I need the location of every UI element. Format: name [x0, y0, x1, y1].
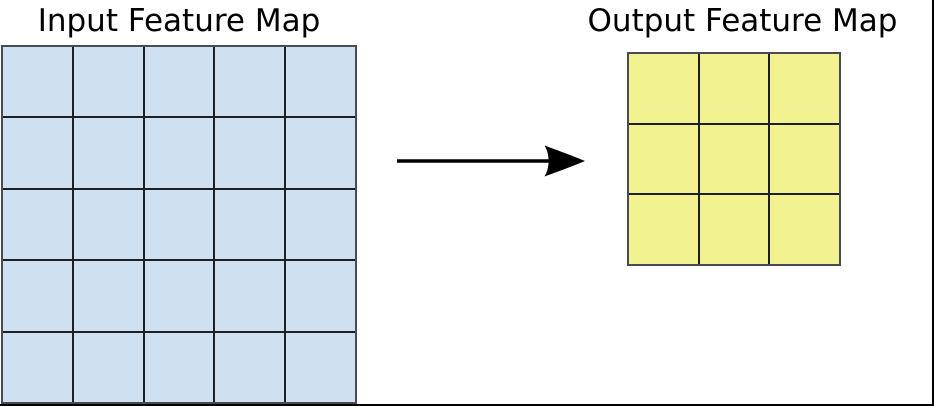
grid-cell — [770, 195, 839, 264]
grid-cell — [73, 332, 143, 402]
grid-cell — [215, 261, 285, 331]
grid-cell — [73, 189, 143, 260]
grid-cell — [699, 54, 769, 123]
grid-cell — [770, 124, 839, 194]
grid-cell — [770, 54, 839, 123]
grid-cell — [73, 261, 143, 331]
grid-cell — [73, 118, 143, 188]
grid-cell — [144, 261, 214, 331]
input-feature-map-grid — [1, 45, 357, 404]
grid-cell — [286, 118, 355, 188]
grid-cell — [144, 47, 214, 117]
grid-cell — [215, 47, 285, 117]
grid-cell — [144, 332, 214, 402]
grid-cell — [3, 118, 72, 188]
grid-cell — [3, 47, 72, 117]
grid-cell — [144, 118, 214, 188]
grid-cell — [3, 332, 72, 402]
grid-cell — [215, 332, 285, 402]
grid-cell — [629, 54, 698, 123]
grid-cell — [286, 332, 355, 402]
output-map-title: Output Feature Map — [587, 3, 898, 39]
output-feature-map-grid — [627, 52, 841, 266]
grid-cell — [215, 118, 285, 188]
grid-cell — [3, 261, 72, 331]
grid-cell — [629, 124, 698, 194]
grid-cell — [3, 189, 72, 260]
grid-cell — [215, 189, 285, 260]
grid-cell — [286, 189, 355, 260]
grid-cell — [699, 124, 769, 194]
arrow-right-icon — [397, 145, 585, 177]
input-map-title: Input Feature Map — [37, 3, 321, 39]
grid-cell — [286, 47, 355, 117]
grid-cell — [286, 261, 355, 331]
grid-cell — [144, 189, 214, 260]
arrow-head — [544, 145, 585, 177]
grid-cell — [699, 195, 769, 264]
grid-cell — [73, 47, 143, 117]
grid-cell — [629, 195, 698, 264]
